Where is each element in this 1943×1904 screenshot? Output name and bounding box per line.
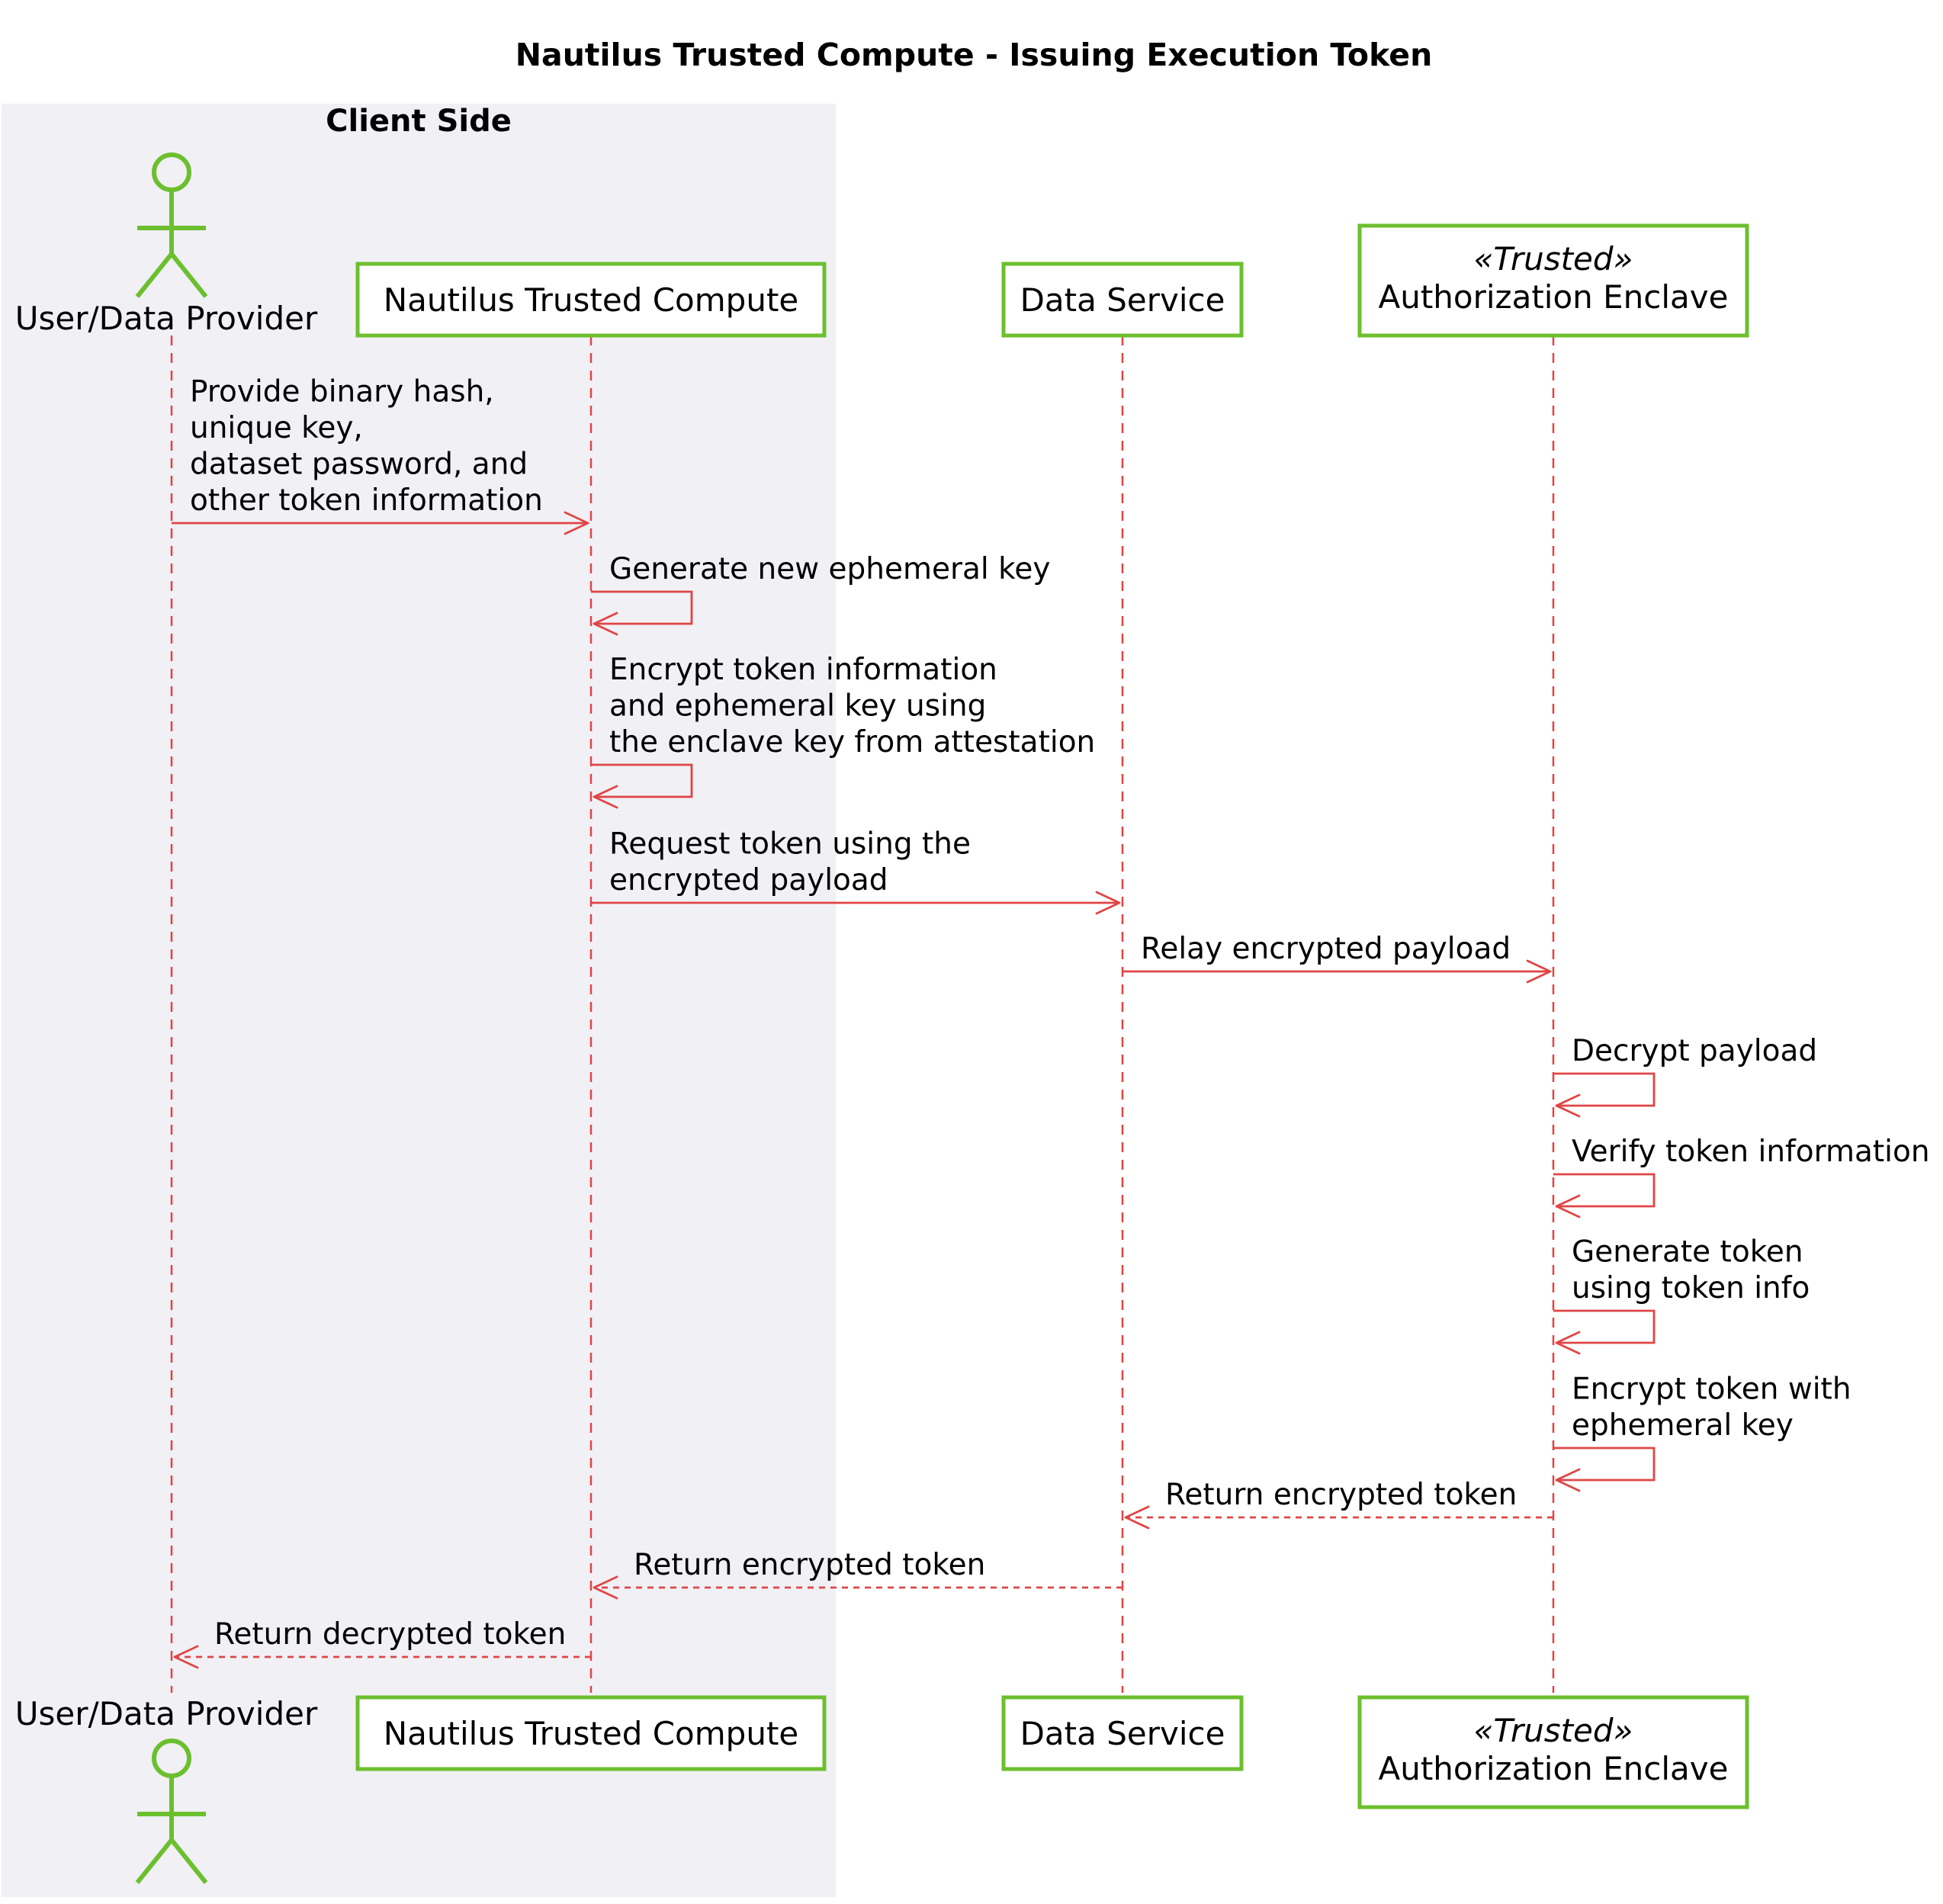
user-name-bottom: User/Data Provider bbox=[15, 1695, 318, 1732]
message-12: Return decrypted token bbox=[173, 1617, 591, 1669]
message-1-label-line-1: Provide binary hash, bbox=[190, 375, 494, 409]
message-9-arrow bbox=[1553, 1446, 1656, 1482]
message-3-arrow bbox=[591, 763, 693, 798]
message-10: Return encrypted token bbox=[1124, 1478, 1553, 1530]
ds-name: Data Service bbox=[1020, 281, 1225, 319]
message-11-label-line-1: Return encrypted token bbox=[634, 1548, 985, 1582]
ntc-name: Nautilus Trusted Compute bbox=[384, 281, 799, 319]
ntc-participant-top: Nautilus Trusted Compute bbox=[355, 262, 827, 338]
message-3-label-line-2: and ephemeral key using bbox=[609, 689, 986, 724]
message-5-label-line-1: Relay encrypted payload bbox=[1141, 932, 1511, 966]
message-10-label-line-1: Return encrypted token bbox=[1165, 1478, 1517, 1512]
ds-name: Data Service bbox=[1020, 1715, 1225, 1752]
message-1-label-line-2: unique key, bbox=[190, 411, 363, 445]
message-5: Relay encrypted payload bbox=[1122, 932, 1552, 984]
ae-name: Authorization Enclave bbox=[1378, 1750, 1728, 1787]
user-actor-bottom-icon bbox=[135, 1739, 208, 1884]
message-1-label-line-4: other token information bbox=[190, 483, 543, 518]
ds-participant-top: Data Service bbox=[1001, 262, 1244, 338]
message-3-label-line-3: the enclave key from attestation bbox=[609, 725, 1095, 759]
message-4-label-line-2: encrypted payload bbox=[609, 863, 888, 897]
message-8-label-line-2: using token info bbox=[1572, 1271, 1810, 1305]
client-side-group-label: Client Side bbox=[326, 104, 512, 139]
ae-participant-top: «Trusted»Authorization Enclave bbox=[1357, 223, 1749, 338]
message-8-label-line-1: Generate token bbox=[1572, 1235, 1803, 1270]
message-2-arrow bbox=[591, 590, 693, 625]
ae-stereotype: «Trusted» bbox=[1474, 1712, 1633, 1749]
client-side-group bbox=[2, 104, 836, 1897]
diagram-title: Nautilus Trusted Compute - Issuing Execu… bbox=[515, 37, 1433, 73]
message-1: Provide binary hash,unique key,dataset p… bbox=[172, 375, 589, 535]
message-4-label-line-1: Request token using the bbox=[609, 827, 971, 862]
ntc-participant-bottom: Nautilus Trusted Compute bbox=[355, 1695, 827, 1771]
ds-participant-bottom: Data Service bbox=[1001, 1695, 1244, 1771]
message-7-label-line-1: Verify token information bbox=[1572, 1135, 1930, 1169]
message-1-label-line-3: dataset password, and bbox=[190, 448, 528, 482]
ae-stereotype: «Trusted» bbox=[1474, 240, 1633, 278]
ae-participant-bottom: «Trusted»Authorization Enclave bbox=[1357, 1695, 1749, 1809]
message-6-arrow bbox=[1553, 1072, 1656, 1107]
ntc-name: Nautilus Trusted Compute bbox=[384, 1715, 799, 1752]
message-11: Return encrypted token bbox=[593, 1548, 1122, 1600]
message-8-arrow bbox=[1553, 1309, 1656, 1344]
message-7: Verify token information bbox=[1553, 1135, 1930, 1218]
message-6-label-line-1: Decrypt payload bbox=[1572, 1034, 1817, 1068]
message-9-label-line-1: Encrypt token with bbox=[1572, 1373, 1851, 1407]
user-actor-top-icon bbox=[135, 153, 208, 298]
ae-name: Authorization Enclave bbox=[1378, 278, 1728, 316]
message-2-label-line-1: Generate new ephemeral key bbox=[609, 552, 1050, 586]
user-name-top: User/Data Provider bbox=[15, 300, 318, 337]
message-3-label-line-1: Encrypt token information bbox=[609, 653, 997, 687]
message-9-label-line-2: ephemeral key bbox=[1572, 1408, 1794, 1443]
message-12-label-line-1: Return decrypted token bbox=[214, 1617, 566, 1652]
message-7-arrow bbox=[1553, 1173, 1656, 1208]
message-6: Decrypt payload bbox=[1553, 1034, 1817, 1118]
message-2: Generate new ephemeral key bbox=[591, 552, 1050, 636]
